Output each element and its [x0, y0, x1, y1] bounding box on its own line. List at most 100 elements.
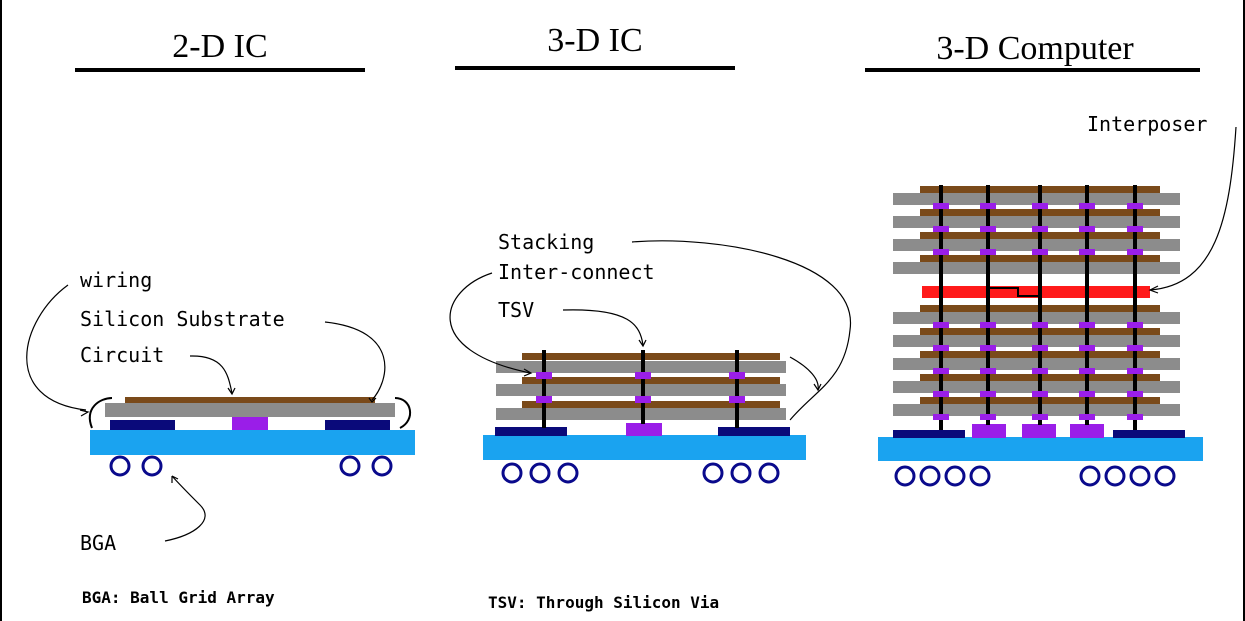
- ic3d-bond-left: [495, 427, 567, 436]
- label-inter-connect: Inter-connect: [498, 260, 655, 284]
- c3d-silicon-die: [893, 193, 1180, 205]
- ic2d-wire-loop-right: [394, 397, 411, 429]
- c3d-via-bump: [933, 226, 949, 232]
- c3d-via-bump: [1079, 249, 1095, 255]
- ic2d-wire-loop-left: [89, 397, 113, 429]
- ic2d-bond-right: [325, 420, 390, 430]
- heading-underline-3d: [455, 66, 735, 70]
- c3d-via-bump: [1127, 414, 1143, 420]
- c3d-bond-right: [1113, 430, 1185, 438]
- c3d-via-bump: [1032, 368, 1048, 374]
- heading-3d-ic: 3-D IC: [547, 22, 643, 59]
- c3d-via-bump: [1032, 322, 1048, 328]
- c3d-silicon-die: [893, 239, 1180, 251]
- ic2d-wiring-layer: [125, 397, 375, 403]
- label-silicon-substrate: Silicon Substrate: [80, 307, 285, 331]
- c3d-via-bump: [1127, 226, 1143, 232]
- ic3d-assembly: [449, 240, 851, 484]
- ic2d-callouts: [26, 284, 386, 542]
- label-interposer: Interposer: [1087, 112, 1208, 136]
- ic3d-tsv-columns: [542, 350, 739, 428]
- c3d-bond-left: [893, 430, 965, 438]
- c3d-silicon-die: [893, 381, 1180, 393]
- c3d-via-bump: [1127, 345, 1143, 351]
- c3d-silicon-die: [893, 404, 1180, 416]
- ic3d-interconnect-bumps: [536, 372, 745, 403]
- c3d-via-bump: [933, 249, 949, 255]
- c3d-via-bump: [1079, 391, 1095, 397]
- ic2d-bond-left: [110, 420, 175, 430]
- c3d-via-bump: [1032, 414, 1048, 420]
- ic2d-assembly: [26, 284, 415, 542]
- c3d-bga-balls: [894, 465, 1176, 487]
- c3d-via-bump: [1127, 249, 1143, 255]
- c3d-via-bump: [1079, 368, 1095, 374]
- label-wiring: wiring: [80, 268, 153, 292]
- computer3d-assembly: [878, 126, 1237, 487]
- c3d-interposer: [922, 286, 1150, 298]
- label-bga: BGA: [80, 531, 117, 555]
- c3d-interposer-wire: [988, 287, 1040, 297]
- c3d-interconnect-bumps: [933, 203, 1143, 420]
- c3d-package-substrate: [878, 437, 1203, 461]
- c3d-via-bump: [1079, 414, 1095, 420]
- c3d-via-bump: [1079, 322, 1095, 328]
- c3d-silicon-die: [893, 312, 1180, 324]
- c3d-bump-1: [972, 424, 1006, 438]
- c3d-via-bump: [1032, 249, 1048, 255]
- c3d-via-bump: [980, 391, 996, 397]
- c3d-via-bump: [1032, 226, 1048, 232]
- c3d-callouts: [1148, 126, 1237, 294]
- c3d-bump-2: [1022, 424, 1056, 438]
- ic2d-bump-center: [232, 417, 268, 430]
- ic3d-bond-right: [718, 427, 790, 436]
- ic3d-callouts: [449, 240, 851, 421]
- c3d-via-bump: [1127, 203, 1143, 209]
- ic2d-bga-balls: [109, 455, 393, 477]
- c3d-via-bump: [980, 414, 996, 420]
- c3d-via-bump: [933, 322, 949, 328]
- c3d-silicon-die: [893, 358, 1180, 370]
- c3d-via-bump: [1079, 345, 1095, 351]
- c3d-silicon-die: [893, 262, 1180, 274]
- c3d-via-bump: [1127, 391, 1143, 397]
- ic3d-bump-center: [626, 423, 662, 436]
- ic2d-silicon-die: [105, 403, 395, 417]
- c3d-via-bump: [933, 391, 949, 397]
- c3d-via-bump: [1032, 391, 1048, 397]
- heading-2d-ic: 2-D IC: [172, 28, 268, 65]
- label-circuit: Circuit: [80, 343, 165, 367]
- c3d-via-bump: [980, 226, 996, 232]
- c3d-via-bump: [1079, 226, 1095, 232]
- c3d-via-bump: [933, 345, 949, 351]
- heading-underline-2d: [75, 68, 365, 72]
- c3d-via-bump: [1032, 345, 1048, 351]
- c3d-via-bump: [980, 368, 996, 374]
- heading-underline-3dc: [865, 68, 1200, 72]
- c3d-via-bump: [980, 249, 996, 255]
- footnote-tsv: TSV: Through Silicon Via: [488, 593, 720, 612]
- label-stacking: Stacking: [498, 230, 595, 254]
- heading-3d-computer: 3-D Computer: [936, 30, 1134, 67]
- c3d-via-bump: [1079, 203, 1095, 209]
- ic2d-package-substrate: [90, 430, 415, 455]
- c3d-via-bump: [1032, 203, 1048, 209]
- ic3d-package-substrate: [483, 435, 806, 460]
- footnote-bga: BGA: Ball Grid Array: [82, 588, 275, 607]
- c3d-via-bump: [933, 203, 949, 209]
- c3d-via-bump: [1127, 322, 1143, 328]
- c3d-silicon-die: [893, 216, 1180, 228]
- c3d-via-bump: [980, 203, 996, 209]
- c3d-via-bump: [933, 368, 949, 374]
- c3d-via-bump: [980, 322, 996, 328]
- ic3d-die-stack: [496, 353, 786, 420]
- label-tsv: TSV: [498, 298, 535, 322]
- c3d-via-bump: [980, 345, 996, 351]
- c3d-via-bump: [933, 414, 949, 420]
- c3d-tsv-columns: [939, 185, 1137, 430]
- c3d-bump-3: [1070, 424, 1104, 438]
- ic3d-bga-balls: [501, 462, 780, 484]
- c3d-silicon-die: [893, 335, 1180, 347]
